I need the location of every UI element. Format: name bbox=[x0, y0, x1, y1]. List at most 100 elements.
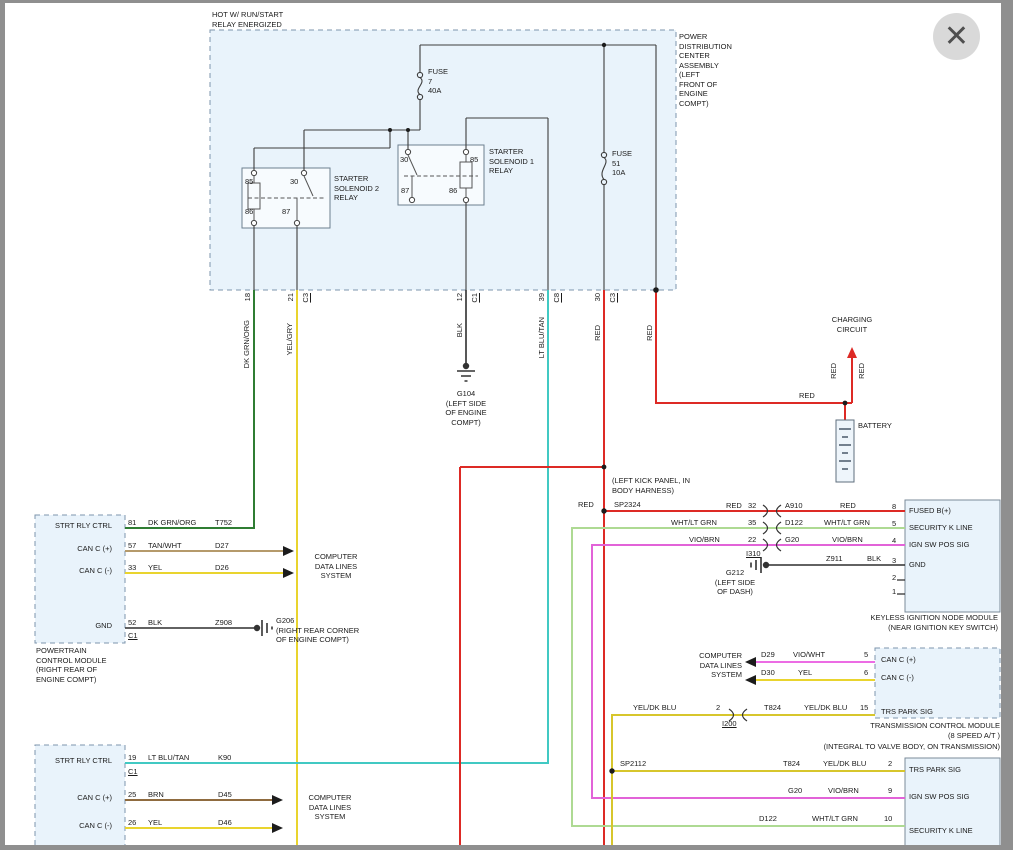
relay1-pin-30: 30 bbox=[400, 155, 409, 164]
pcm-row-name-3: GND bbox=[95, 621, 112, 630]
tcm-box bbox=[874, 647, 1001, 719]
tcm-r0-ckt: D29 bbox=[761, 650, 775, 659]
junction-dots bbox=[388, 42, 848, 774]
tcm-r0-pin: 5 bbox=[864, 650, 869, 659]
pcm-box bbox=[34, 514, 126, 644]
bmod-r0-wire: YEL/DK BLU bbox=[823, 759, 867, 768]
pdc-internal-wiring bbox=[253, 44, 657, 290]
z911-ckt: Z911 bbox=[826, 554, 843, 563]
mod2-conn-c1: C1 bbox=[128, 767, 138, 776]
frame-top bbox=[0, 0, 1013, 3]
close-button[interactable]: ✕ bbox=[933, 13, 980, 60]
mod2-pin-25: 25 bbox=[128, 790, 137, 799]
tcm-r0-wire: VIO/WHT bbox=[793, 650, 826, 659]
g206-dot bbox=[253, 624, 261, 632]
frame-right bbox=[1001, 0, 1013, 850]
mod2-wire-2: YEL bbox=[148, 818, 163, 827]
kin-pin-1: 1 bbox=[892, 587, 897, 596]
wire-label-red-bat-v1: RED bbox=[829, 363, 838, 379]
i310-r2-rwire: VIO/BRN bbox=[832, 535, 863, 544]
relay2-pin-86: 86 bbox=[245, 207, 254, 216]
pcm-pin-33: 33 bbox=[128, 563, 137, 572]
i310-r1-ckt: D122 bbox=[785, 518, 803, 527]
relay2-pin-30: 30 bbox=[290, 177, 299, 186]
mod2-pin-19: 19 bbox=[128, 753, 137, 762]
relay2-pin-85: 85 bbox=[245, 177, 254, 186]
bmod-r0-pin: 2 bbox=[888, 759, 893, 768]
kin-row-fused: FUSED B(+) bbox=[909, 506, 951, 515]
close-icon: ✕ bbox=[943, 20, 970, 53]
pcm-pin-52: 52 bbox=[128, 618, 137, 627]
sp2324-label: SP2324 bbox=[614, 500, 641, 509]
battery-symbol bbox=[835, 419, 855, 483]
bmod-row-name-1: IGN SW POS SIG bbox=[909, 792, 970, 801]
mod2-ckt-0: K90 bbox=[218, 753, 232, 762]
pcm-ckt-1: D27 bbox=[215, 541, 229, 550]
i310-r2-lwire: VIO/BRN bbox=[689, 535, 720, 544]
mod2-wire-0: LT BLU/TAN bbox=[148, 753, 190, 762]
mod2-pin-26: 26 bbox=[128, 818, 137, 827]
colored-wires bbox=[125, 290, 905, 845]
mod2-row-name-1: CAN C (+) bbox=[77, 793, 112, 802]
i310-r0-rpin: 8 bbox=[892, 502, 897, 511]
g206-bars bbox=[261, 620, 273, 636]
wire-lt-blu-tan bbox=[125, 290, 549, 764]
bmod-r2-wire: WHT/LT GRN bbox=[812, 814, 858, 823]
i310-r1-rwire: WHT/LT GRN bbox=[824, 518, 870, 527]
offpage-arrow-icons bbox=[272, 546, 756, 833]
bmod-r2-pin: 10 bbox=[884, 814, 893, 823]
relay2-pin-87: 87 bbox=[282, 207, 291, 216]
pdc-conn-c1: C1 bbox=[470, 293, 479, 303]
wire-wht-lt-grn bbox=[571, 527, 905, 827]
kin-row-gnd: GND bbox=[909, 560, 926, 569]
kin-pin-3: 3 bbox=[892, 556, 897, 565]
wire-label-red-a: RED bbox=[593, 325, 602, 341]
module-boxes bbox=[34, 29, 1001, 850]
pdc-conn-c3b: C3 bbox=[608, 293, 617, 303]
wire-label-red-sp: RED bbox=[578, 500, 594, 509]
pcm-wire-3: BLK bbox=[148, 618, 163, 627]
wire-label-dk-grn-org: DK GRN/ORG bbox=[242, 320, 251, 369]
tcm-caption-1: TRANSMISSION CONTROL MODULE bbox=[870, 721, 1000, 730]
pdc-pin-21: 21 bbox=[286, 293, 295, 302]
wire-red-tap bbox=[459, 466, 604, 845]
pcm-ckt-2: D26 bbox=[215, 563, 229, 572]
kin-pin-stubs bbox=[897, 579, 905, 595]
tcm-r1-ckt: D30 bbox=[761, 668, 775, 677]
i200-label: I200 bbox=[722, 719, 737, 728]
pcm-pin-81: 81 bbox=[128, 518, 137, 527]
trs-ckt: T824 bbox=[764, 703, 782, 712]
pcm-pin-57: 57 bbox=[128, 541, 137, 550]
kin-row-ign: IGN SW POS SIG bbox=[909, 540, 970, 549]
tcm-r1-wire: YEL bbox=[798, 668, 813, 677]
wire-yel-dk-blu bbox=[611, 714, 905, 845]
i310-r0-rwire: RED bbox=[840, 501, 856, 510]
tcm-caption-2: (8 SPEED A/T ) bbox=[948, 731, 1000, 740]
pdc-pin-12: 12 bbox=[455, 293, 464, 302]
bmod-r1-pin: 9 bbox=[888, 786, 893, 795]
ground-symbols bbox=[253, 362, 770, 636]
inline-connector-icons bbox=[728, 504, 782, 722]
trs-rpin: 15 bbox=[860, 703, 869, 712]
wire-label-red-bat-h: RED bbox=[799, 391, 815, 400]
g212-bars bbox=[750, 557, 762, 573]
wire-label-lt-blu-tan: LT BLU/TAN bbox=[537, 317, 546, 359]
mod2-row-name-2: CAN C (-) bbox=[79, 821, 112, 830]
relay1-pin-87: 87 bbox=[401, 186, 410, 195]
z911-wire: BLK bbox=[867, 554, 882, 563]
tcm-caption-3: (INTEGRAL TO VALVE BODY, ON TRANSMISSION… bbox=[823, 742, 1000, 751]
bmod-r0-ckt: T824 bbox=[783, 759, 801, 768]
pdc-pin-39: 39 bbox=[537, 293, 546, 302]
g104-bars bbox=[457, 370, 475, 382]
trs-lpin: 2 bbox=[716, 703, 721, 712]
